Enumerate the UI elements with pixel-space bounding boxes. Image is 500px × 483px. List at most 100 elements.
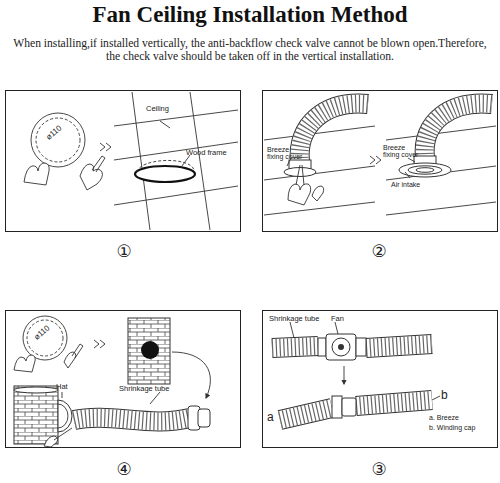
step-chevron — [100, 143, 111, 151]
hose-coil — [425, 104, 492, 158]
cutting-ring — [31, 113, 85, 167]
hand-symbol — [24, 156, 105, 190]
legend-note: b. Winding cap — [429, 424, 495, 431]
wall-hat — [58, 404, 68, 428]
callout-letter: b — [441, 389, 455, 402]
hand-symbol — [288, 184, 311, 205]
hose-coil — [366, 344, 432, 348]
hose-coil — [300, 104, 368, 162]
hose-coil — [272, 346, 318, 348]
leader-line — [287, 158, 415, 178]
note-text: When installing,if installed vertically,… — [12, 37, 488, 63]
hand-symbol — [24, 163, 49, 185]
fixing-cover — [399, 163, 451, 177]
step-chevron — [94, 340, 105, 348]
step-number: ③ — [359, 461, 399, 479]
part-label: Air intake — [391, 181, 441, 188]
inline-fan — [318, 338, 326, 356]
cutting-ring — [23, 316, 67, 360]
down-arrow — [344, 366, 345, 384]
hand-symbol — [296, 165, 304, 185]
brick-wall — [14, 387, 58, 393]
inline-fan — [338, 344, 344, 350]
part-label: Hat — [56, 383, 80, 391]
wall-hat — [62, 392, 160, 404]
winding-cap — [332, 396, 342, 418]
inline-fan — [290, 322, 366, 360]
step-number: ④ — [104, 461, 144, 479]
step-chevron — [370, 156, 381, 164]
hose-coil — [356, 400, 432, 406]
hand-symbol — [312, 186, 324, 201]
part-label: Fan — [331, 315, 361, 323]
hose-coil — [74, 406, 210, 430]
fixing-cover — [284, 156, 451, 177]
hose-coil — [272, 346, 318, 348]
leader-line — [287, 158, 415, 178]
hose-coil — [280, 408, 332, 420]
step-chevron — [100, 143, 111, 151]
hose-coil — [74, 418, 190, 422]
ceiling-grid — [114, 92, 238, 230]
curved-arrow — [172, 352, 210, 398]
inline-fan — [356, 338, 366, 356]
fixing-cover — [284, 168, 316, 177]
fixing-cover — [408, 166, 442, 174]
hose-coil — [300, 104, 492, 162]
part-label: Breeze fixing cover — [383, 144, 419, 159]
hose-coil — [300, 104, 368, 162]
wall-hat — [58, 400, 72, 432]
part-label: Wood frame — [186, 149, 236, 157]
hose-coil — [356, 400, 432, 406]
down-arrow — [344, 366, 345, 384]
cutting-ring — [31, 113, 85, 167]
fixing-cover — [416, 168, 434, 173]
brick-wall — [141, 341, 159, 359]
dimension-label: ø110 — [33, 316, 61, 342]
inline-fan — [290, 322, 338, 338]
wall-hat — [44, 436, 58, 447]
step-panel: Breeze fixing cover Breeze fixing coverAi… — [262, 90, 498, 232]
step-number: ② — [359, 243, 399, 261]
hose-coil — [425, 104, 492, 158]
inline-fan — [332, 338, 350, 356]
callout-letter: a — [267, 411, 281, 424]
step-panel: ø110HatShrinkage tube④ — [5, 310, 241, 448]
hand-symbol — [288, 165, 324, 205]
part-label: Breeze fixing cover — [267, 146, 303, 161]
ceiling-grid — [114, 92, 238, 230]
hose-coil — [280, 408, 332, 420]
hose-coil — [425, 104, 492, 158]
hand-symbol — [92, 156, 105, 172]
page-title: Fan Ceiling Installation Method — [0, 2, 500, 28]
part-label: Shrinkage tube — [269, 315, 339, 323]
legend-note: a. Breeze — [429, 414, 495, 421]
hand-symbol — [14, 344, 83, 372]
hose-coil — [366, 344, 432, 348]
brick-wall — [14, 386, 58, 444]
curved-arrow — [172, 352, 210, 398]
winding-cap — [432, 396, 440, 400]
step-chevron — [370, 156, 381, 164]
step-panel: ø110CeilingWood frame① — [5, 90, 241, 232]
step-chevron — [94, 340, 105, 348]
hand-symbol — [64, 352, 76, 368]
step-panel: Shrinkage tubeFan a b a. Breeze b. Winding c… — [262, 310, 498, 448]
wall-hat — [54, 428, 72, 440]
ceiling-grid — [135, 166, 195, 182]
wall-hat — [44, 392, 160, 447]
winding-cap — [342, 398, 356, 416]
brick-wall — [128, 318, 170, 384]
hose-coil — [198, 409, 210, 427]
hand-symbol — [72, 344, 83, 358]
hand-symbol — [14, 355, 35, 372]
hose-coil — [74, 418, 190, 422]
hose-coil — [280, 408, 332, 420]
dimension-label: ø110 — [45, 116, 73, 142]
part-label: Shrinkage tube — [119, 385, 189, 393]
step-number: ① — [104, 243, 144, 261]
hose-coil — [272, 346, 318, 348]
hose-coil — [300, 104, 368, 162]
